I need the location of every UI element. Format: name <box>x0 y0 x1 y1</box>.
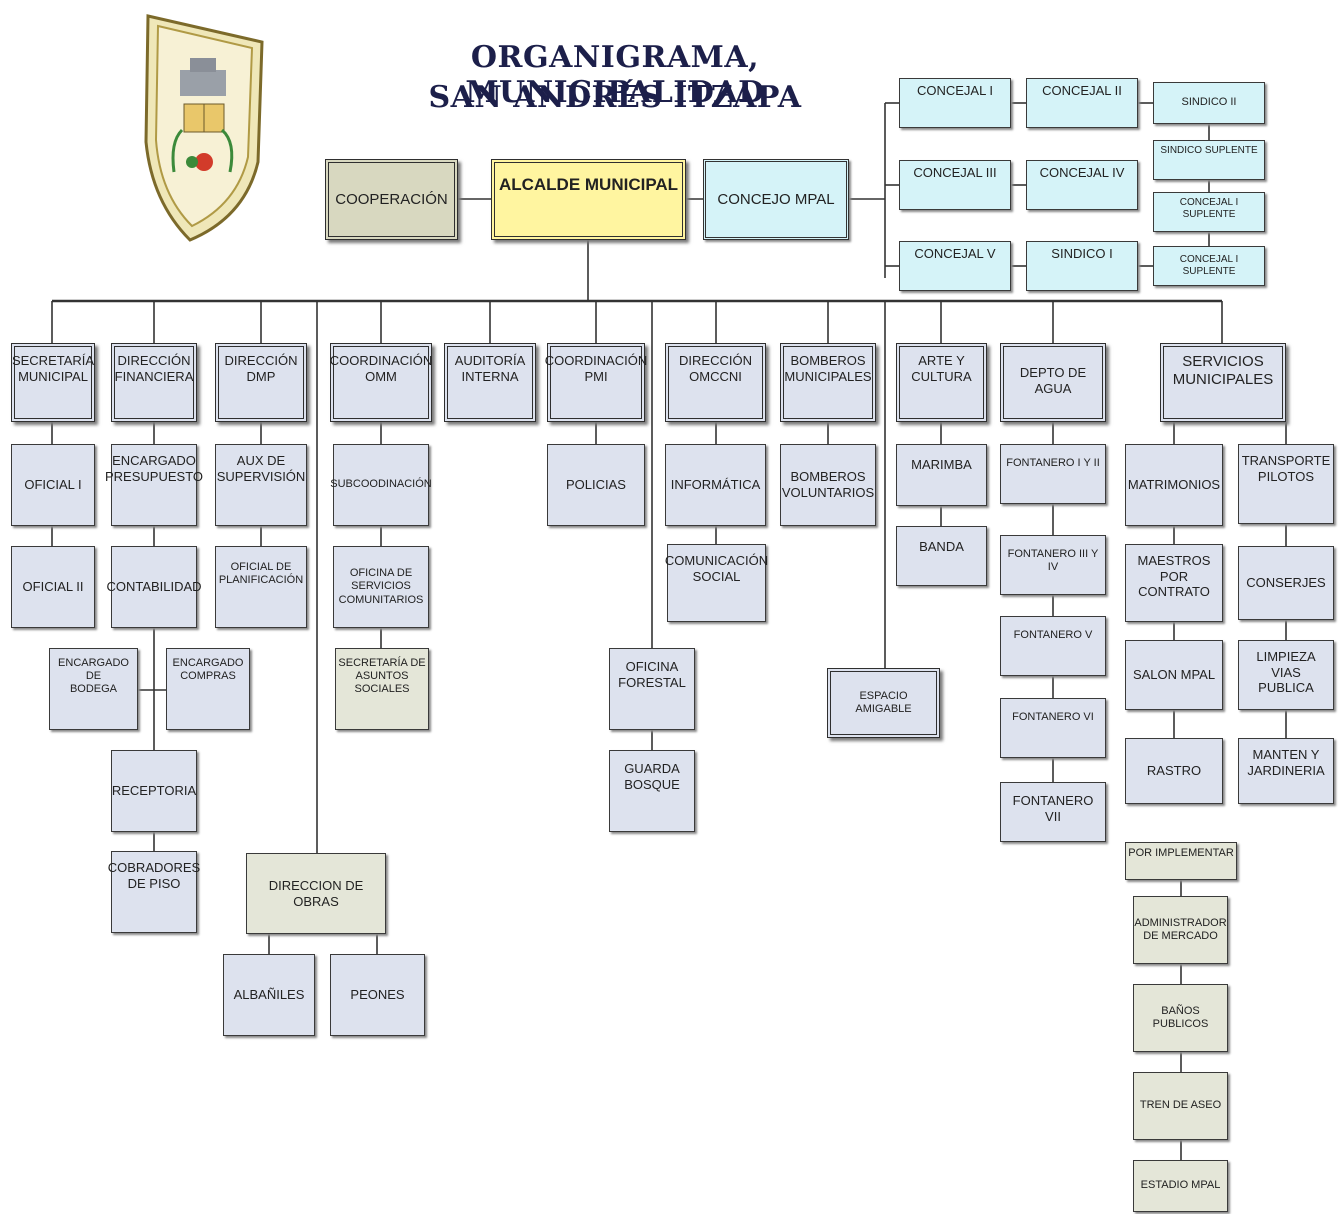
direccion-financiera-box: DIRECCIÓN FINANCIERA <box>111 343 197 422</box>
aux-supervision-box: AUX DE SUPERVISIÓN <box>215 444 307 526</box>
tren-aseo-box: TREN DE ASEO <box>1133 1072 1228 1140</box>
oficial-1-box: OFICIAL I <box>11 444 95 526</box>
alcalde-municipal-box: ALCALDE MUNICIPAL <box>491 159 686 240</box>
policias-box: POLICIAS <box>547 444 645 526</box>
chart-title-line-2: SAN ANDRÉS ITZAPA <box>428 80 802 115</box>
banos-publicos-box: BAÑOS PUBLICOS <box>1133 984 1228 1052</box>
coordinacion-pmi-box: COORDINACIÓN PMI <box>545 343 647 422</box>
subcoordinacion-box: SUBCOODINACIÓN <box>330 444 432 526</box>
salon-mpal-box: SALON MPAL <box>1125 640 1223 710</box>
marimba-box: MARIMBA <box>896 444 987 506</box>
maestros-contrato-box: MAESTROS POR CONTRATO <box>1125 544 1223 622</box>
concejal-5-box: CONCEJAL V <box>899 241 1011 291</box>
concejal-4-box: CONCEJAL IV <box>1026 160 1138 210</box>
cooperacion-box: COOPERACIÓN <box>325 159 458 240</box>
fontanero-6-box: FONTANERO VI <box>1000 698 1106 758</box>
concejal-suplente-2-box: CONCEJAL I SUPLENTE <box>1153 246 1265 286</box>
informatica-box: INFORMÁTICA <box>665 444 766 526</box>
coordinacion-omm-box: COORDINACIÓN OMM <box>330 343 432 422</box>
conserjes-box: CONSERJES <box>1238 546 1334 620</box>
contabilidad-box: CONTABILIDAD <box>106 546 202 628</box>
sindico-suplente-box: SINDICO SUPLENTE <box>1153 140 1265 180</box>
fontanero-7-box: FONTANERO VII <box>1000 782 1106 842</box>
sindico-1-box: SINDICO I <box>1026 241 1138 291</box>
peones-box: PEONES <box>330 954 425 1036</box>
matrimonios-box: MATRIMONIOS <box>1125 444 1223 526</box>
sindico-2-box: SINDICO II <box>1153 82 1265 124</box>
estadio-mpal-box: ESTADIO MPAL <box>1133 1160 1228 1212</box>
chart-title-line-1: ORGANIGRAMA, MUNICIPALIDAD <box>465 40 765 110</box>
concejal-2-box: CONCEJAL II <box>1026 78 1138 128</box>
manten-jardineria-box: MANTEN Y JARDINERIA <box>1238 738 1334 804</box>
por-implementar-box: POR IMPLEMENTAR <box>1125 842 1237 880</box>
oficina-forestal-box: OFICINA FORESTAL <box>609 648 695 730</box>
limpieza-vias-box: LIMPIEZA VIAS PUBLICA <box>1238 640 1334 710</box>
oficina-servicios-comunitarios-box: OFICINA DE SERVICIOS COMUNITARIOS <box>333 546 429 628</box>
cobradores-piso-box: COBRADORES DE PISO <box>108 851 200 933</box>
direccion-omccni-box: DIRECCIÓN OMCCNI <box>665 343 766 422</box>
secretaria-asuntos-sociales-box: SECRETARÍA DE ASUNTOS SOCIALES <box>335 648 429 730</box>
concejal-3-box: CONCEJAL III <box>899 160 1011 210</box>
concejal-suplente-1-box: CONCEJAL I SUPLENTE <box>1153 192 1265 232</box>
administrador-mercado-box: ADMINISTRADOR DE MERCADO <box>1133 896 1228 964</box>
transporte-pilotos-box: TRANSPORTE PILOTOS <box>1238 444 1334 524</box>
fontanero-1-2-box: FONTANERO I Y II <box>1000 444 1106 504</box>
guarda-bosque-box: GUARDA BOSQUE <box>609 750 695 832</box>
depto-agua-box: DEPTO DE AGUA <box>1000 343 1106 422</box>
rastro-box: RASTRO <box>1125 738 1223 804</box>
banda-box: BANDA <box>896 526 987 586</box>
espacio-amigable-box: ESPACIO AMIGABLE <box>827 668 940 738</box>
fontanero-3-4-box: FONTANERO III Y IV <box>1000 535 1106 595</box>
oficial-planificacion-box: OFICIAL DE PLANIFICACIÓN <box>215 546 307 628</box>
encargado-presupuesto-box: ENCARGADO PRESUPUESTO <box>105 444 203 526</box>
encargado-compras-box: ENCARGADO COMPRAS <box>166 648 250 730</box>
comunicacion-social-box: COMUNICACIÓN SOCIAL <box>665 544 768 622</box>
bomberos-municipales-box: BOMBEROS MUNICIPALES <box>780 343 876 422</box>
concejo-mpal-box: CONCEJO MPAL <box>703 159 849 240</box>
municipal-shield-emblem-icon <box>144 14 264 242</box>
bomberos-voluntarios-box: BOMBEROS VOLUNTARIOS <box>780 444 876 526</box>
servicios-municipales-box: SERVICIOS MUNICIPALES <box>1160 343 1286 422</box>
arte-cultura-box: ARTE Y CULTURA <box>896 343 987 422</box>
albaniles-box: ALBAÑILES <box>223 954 315 1036</box>
encargado-bodega-box: ENCARGADO DE BODEGA <box>49 648 138 730</box>
fontanero-5-box: FONTANERO V <box>1000 616 1106 676</box>
direccion-obras-box: DIRECCION DE OBRAS <box>246 853 386 934</box>
oficial-2-box: OFICIAL II <box>11 546 95 628</box>
receptoria-box: RECEPTORIA <box>111 750 197 832</box>
auditoria-interna-box: AUDITORÍA INTERNA <box>444 343 536 422</box>
direccion-dmp-box: DIRECCIÓN DMP <box>215 343 307 422</box>
secretaria-municipal-box: SECRETARÍA MUNICIPAL <box>11 343 95 422</box>
concejal-1-box: CONCEJAL I <box>899 78 1011 128</box>
